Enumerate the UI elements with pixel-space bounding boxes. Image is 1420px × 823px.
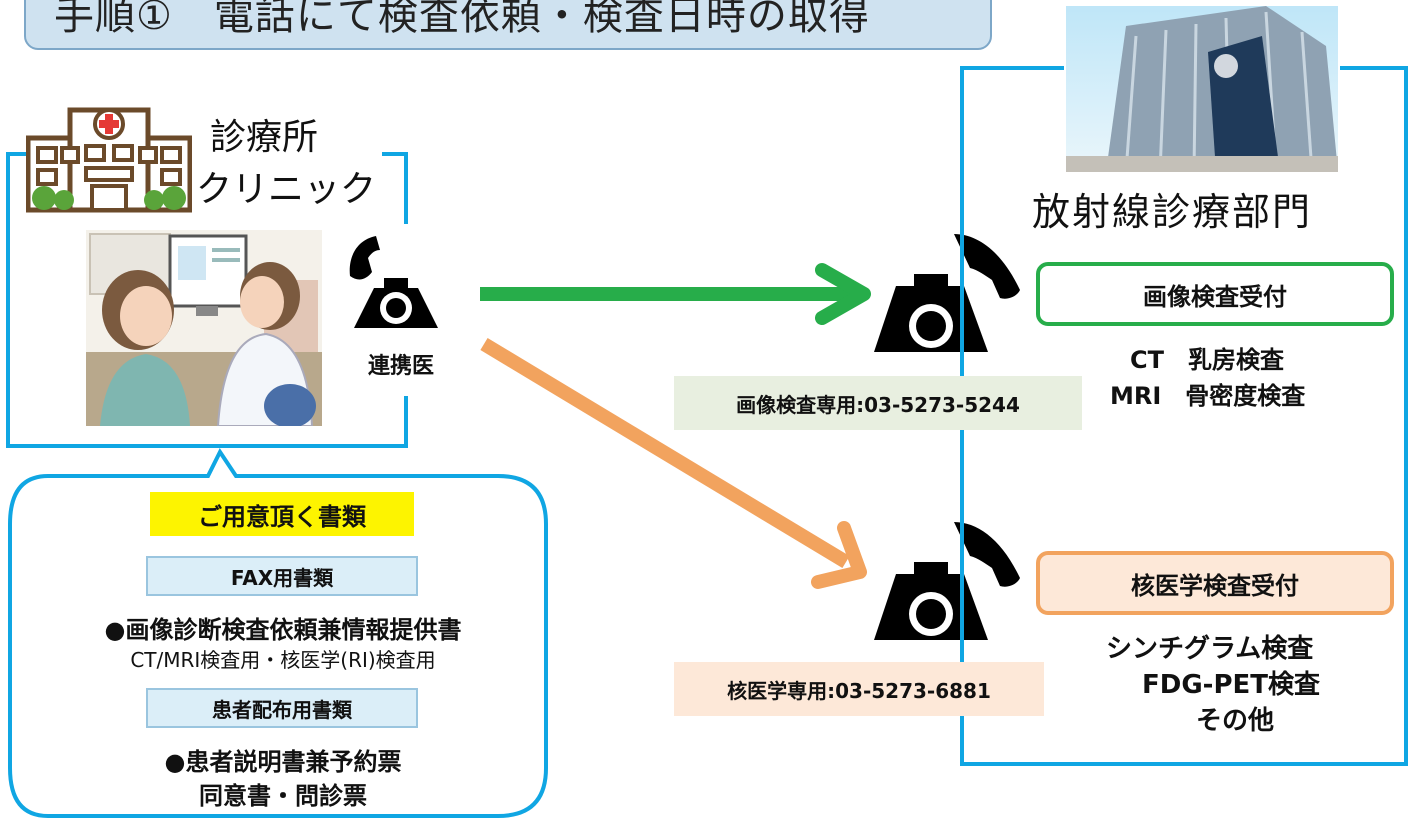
nuclear-reception: 核医学検査受付	[1036, 551, 1394, 615]
phone-icon	[349, 236, 438, 328]
request-arrows	[480, 263, 871, 589]
clinic-frame-left	[6, 152, 10, 448]
fax-document-note: CT/MRI検査用・核医学(RI)検査用	[130, 648, 436, 672]
phone-icon	[874, 522, 1020, 640]
doctor-consultation-illustration	[86, 230, 322, 426]
clinic-building-icon	[26, 107, 192, 213]
fax-documents-category: FAX用書類	[146, 556, 418, 596]
imaging-exams-line-2: MRI 骨密度検査	[1110, 382, 1306, 410]
patient-document-item-2: 同意書・問診票	[199, 782, 367, 810]
clinic-frame-top-right	[382, 152, 408, 156]
clinic-frame-right-upper	[404, 152, 408, 224]
fax-document-item: ●画像診断検査依頼兼情報提供書	[104, 616, 462, 644]
doctor-label: 連携医	[368, 354, 435, 379]
department-title: 放射線診療部門	[1032, 190, 1313, 234]
imaging-phone-number: 画像検査専用:03-5273-5244	[674, 376, 1082, 430]
patient-document-item-1: ●患者説明書兼予約票	[164, 748, 402, 776]
nuclear-exams-line-2: FDG-PET検査	[1142, 670, 1321, 700]
clinic-subtitle: クリニック	[196, 169, 377, 210]
hospital-frame-top-right	[1340, 66, 1408, 70]
patient-documents-category: 患者配布用書類	[146, 688, 418, 728]
title-banner	[24, 0, 992, 50]
nuclear-phone-number: 核医学専用:03-5273-6881	[674, 662, 1044, 716]
hospital-frame-bottom	[960, 762, 1408, 766]
clinic-frame-bottom	[6, 444, 408, 448]
imaging-exams-line-1: CT 乳房検査	[1130, 346, 1284, 374]
phone-icon	[874, 234, 1020, 352]
clinic-frame-right-lower	[404, 396, 408, 448]
clinic-frame-top-left	[6, 152, 26, 156]
hospital-building-icon	[1066, 6, 1338, 172]
nuclear-exams-line-1: シンチグラム検査	[1106, 634, 1314, 664]
documents-heading: ご用意頂く書類	[150, 492, 414, 536]
nuclear-exams-line-3: その他	[1196, 706, 1275, 736]
imaging-reception: 画像検査受付	[1036, 262, 1394, 326]
clinic-name: 診療所	[210, 117, 319, 158]
hospital-frame-top-left	[960, 66, 1064, 70]
hospital-frame-right	[1404, 66, 1408, 766]
page-title: 手順① 電話にて検査依頼・検査日時の取得	[54, 0, 870, 39]
